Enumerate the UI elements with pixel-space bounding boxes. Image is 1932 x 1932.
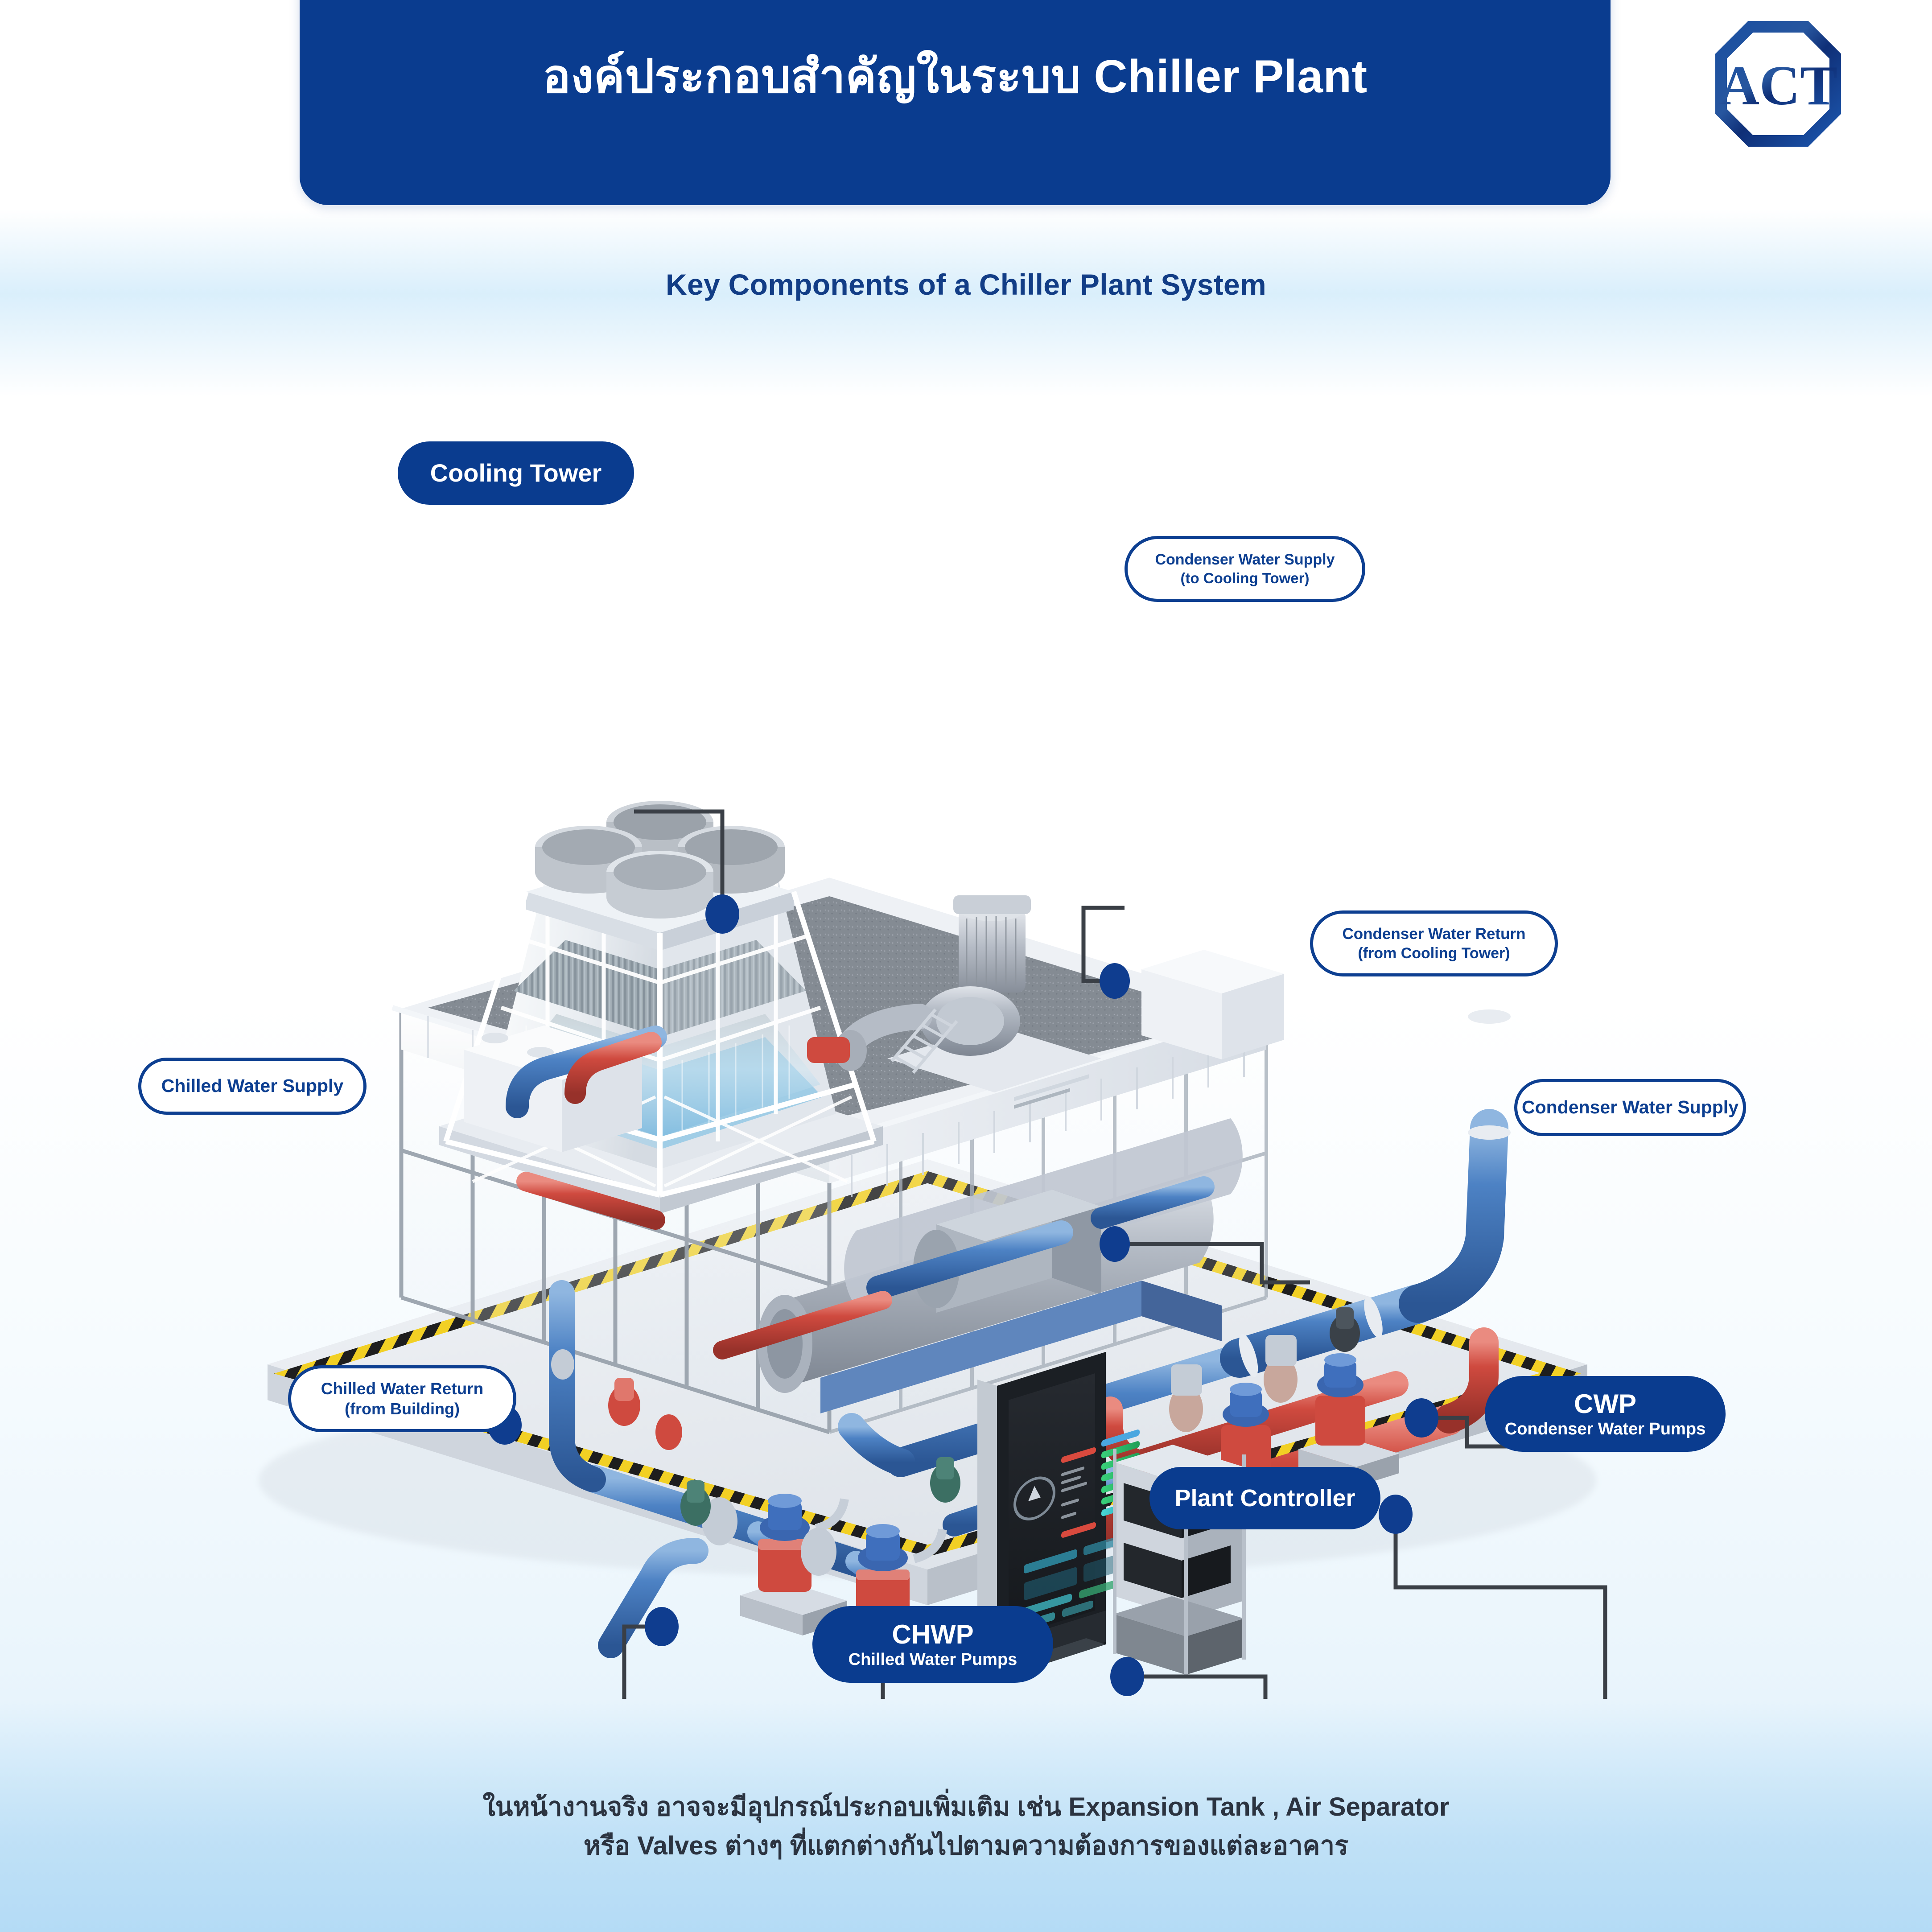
background-glow-top	[0, 210, 1932, 397]
callout-chilled-water-supply-label: Chilled Water Supply	[161, 1075, 344, 1096]
footer-note: ในหน้างานจริง อาจจะมีอุปกรณ์ประกอบเพิ่มเ…	[0, 1788, 1932, 1865]
callout-cooling-tower[interactable]: Cooling Tower	[398, 441, 634, 505]
callout-chilled-water-return-line2: (from Building)	[345, 1399, 460, 1418]
plant-controller	[977, 1074, 1140, 1679]
callout-condenser-water-supply-label: Condenser Water Supply	[1522, 1097, 1738, 1118]
dot-cwp	[1379, 1495, 1413, 1534]
dot-cooling-tower	[705, 894, 739, 934]
footer-line-1: ในหน้างานจริง อาจจะมีอุปกรณ์ประกอบเพิ่มเ…	[482, 1792, 1450, 1821]
callout-chilled-water-return[interactable]: Chilled Water Return (from Building)	[288, 1365, 516, 1432]
dot-chilled-water-return	[645, 1607, 679, 1646]
callout-condenser-water-supply-to-tower[interactable]: Condenser Water Supply (to Cooling Tower…	[1125, 536, 1365, 602]
callout-cwp[interactable]: CWP Condenser Water Pumps	[1485, 1376, 1726, 1452]
callout-chwp-expansion: Chilled Water Pumps	[848, 1650, 1017, 1669]
roof-ladder	[890, 1008, 958, 1074]
chiller-unit	[757, 1118, 1243, 1413]
logo-wordmark: ACT	[1719, 55, 1837, 117]
callout-cws-tower-line2: (to Cooling Tower)	[1180, 569, 1310, 586]
act-logo: ACT	[1711, 17, 1845, 151]
octagon-outline-icon	[1715, 21, 1841, 147]
dot-condenser-water-supply	[1405, 1398, 1438, 1438]
dot-plant-controller	[1110, 1657, 1144, 1696]
callout-chwp[interactable]: CHWP Chilled Water Pumps	[812, 1606, 1053, 1683]
callout-chilled-water-supply[interactable]: Chilled Water Supply	[138, 1058, 367, 1115]
section-subtitle: Key Components of a Chiller Plant System	[666, 268, 1266, 301]
callout-cws-tower-line1: Condenser Water Supply	[1155, 551, 1335, 568]
callout-cwr-tower-line2: (from Cooling Tower)	[1358, 944, 1510, 962]
callout-condenser-water-return-from-tower[interactable]: Condenser Water Return (from Cooling Tow…	[1310, 910, 1558, 976]
header-bar: องค์ประกอบสำคัญในระบบ Chiller Plant	[300, 0, 1611, 205]
callout-plant-controller[interactable]: Plant Controller	[1149, 1467, 1380, 1529]
chw-valves	[680, 1457, 960, 1526]
callout-cooling-tower-label: Cooling Tower	[430, 458, 602, 487]
callout-chwp-abbr: CHWP	[892, 1619, 974, 1650]
callout-condenser-water-supply[interactable]: Condenser Water Supply	[1514, 1079, 1746, 1136]
house-interior-valves	[551, 1349, 682, 1450]
footer-line-2: หรือ Valves ต่างๆ ที่แตกต่างกันไปตามความ…	[583, 1831, 1349, 1860]
callout-cwp-expansion: Condenser Water Pumps	[1504, 1420, 1706, 1439]
callout-cwp-abbr: CWP	[1574, 1389, 1636, 1419]
background-glow-bottom	[0, 1700, 1932, 1932]
chiller-plant-diagram	[0, 339, 1932, 1699]
callout-cwr-tower-line1: Condenser Water Return	[1342, 925, 1526, 943]
page-title: องค์ประกอบสำคัญในระบบ Chiller Plant	[543, 50, 1368, 103]
callout-plant-controller-label: Plant Controller	[1174, 1484, 1355, 1512]
dot-cws-tower	[1100, 963, 1130, 999]
callout-chilled-water-return-line1: Chilled Water Return	[321, 1380, 484, 1398]
dot-cwr-tower	[1100, 1226, 1130, 1262]
